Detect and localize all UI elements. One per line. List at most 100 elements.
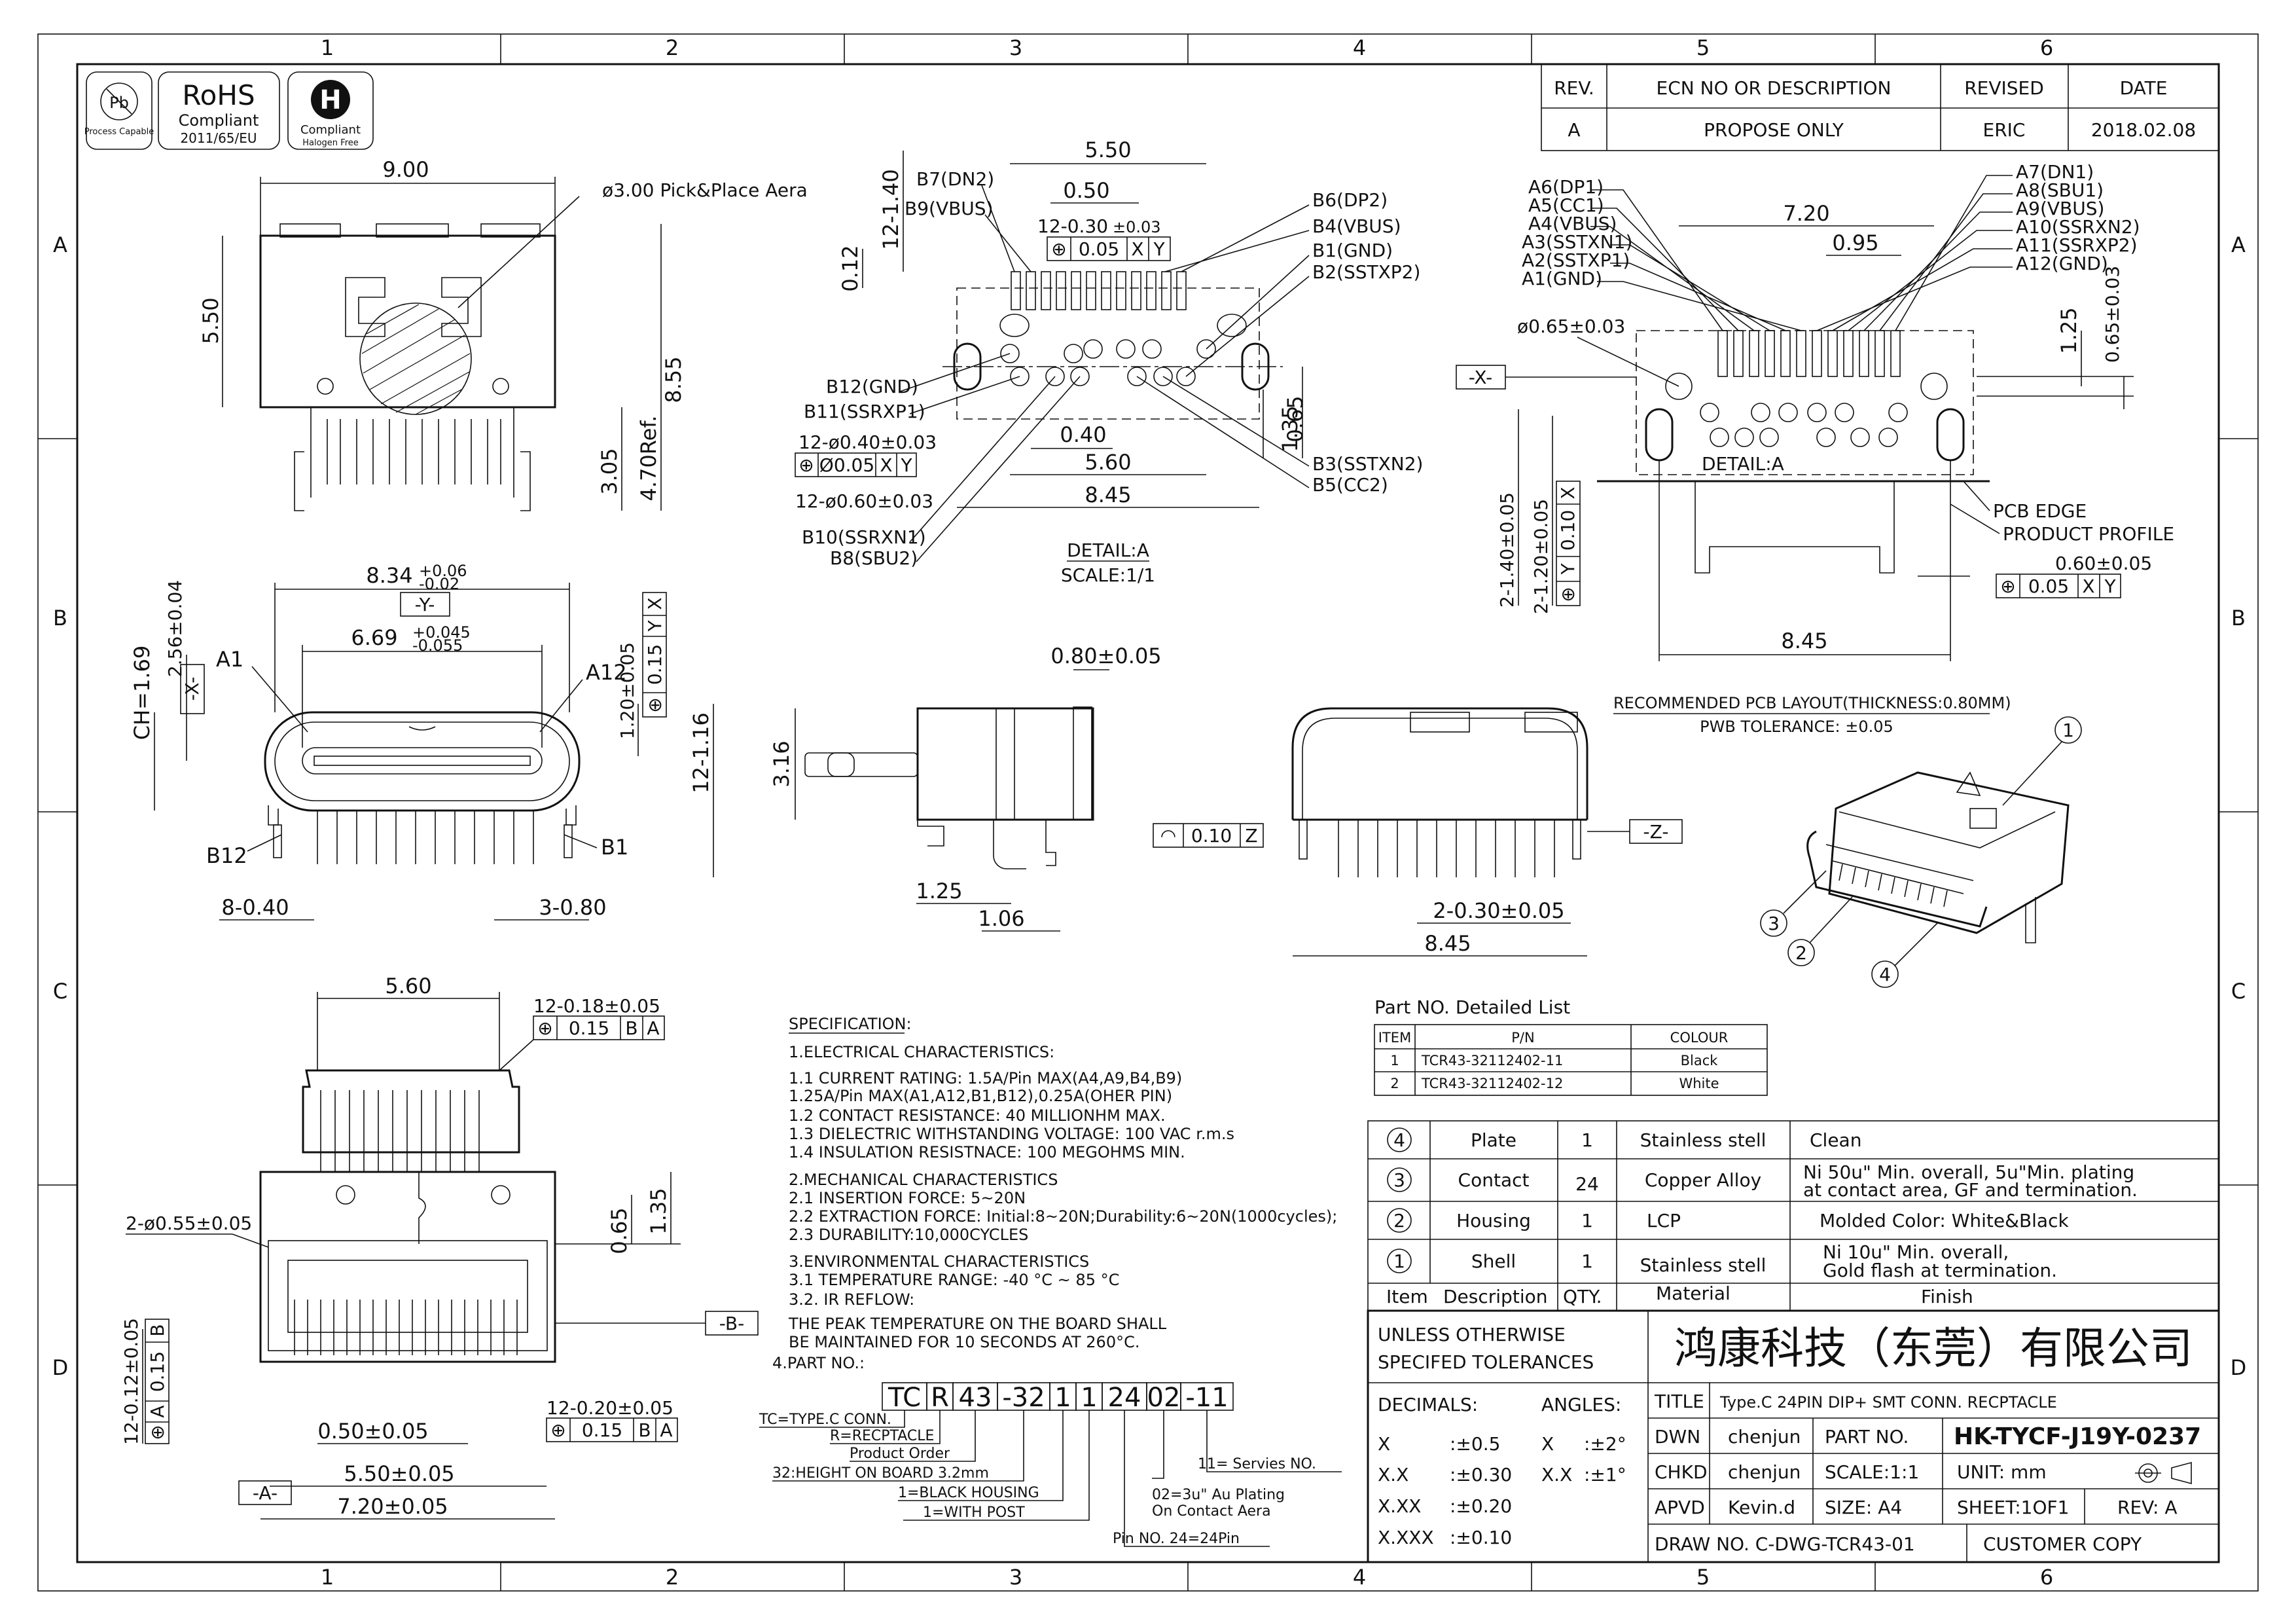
col-label: 3 (1009, 1565, 1022, 1590)
svg-text:9.00: 9.00 (382, 157, 429, 182)
svg-text:0.65: 0.65 (607, 1207, 632, 1254)
svg-text:-A-: -A- (253, 1482, 278, 1504)
halogen-free-logo: H Compliant Halogen Free (287, 71, 374, 150)
svg-text:A: A (660, 1419, 672, 1441)
svg-text:CHKD: CHKD (1655, 1461, 1708, 1483)
svg-text:A1(GND): A1(GND) (1522, 268, 1602, 289)
svg-text::±0.20: :±0.20 (1450, 1495, 1512, 1517)
svg-text:3.16: 3.16 (769, 740, 794, 787)
svg-text:A5(CC1): A5(CC1) (1528, 194, 1604, 216)
svg-text:2-1.20±0.05: 2-1.20±0.05 (1530, 499, 1552, 614)
svg-text:⊕: ⊕ (644, 697, 666, 712)
svg-text:Pb: Pb (109, 94, 129, 112)
svg-text:+0.06: +0.06 (419, 562, 467, 580)
svg-text:QTY.: QTY. (1563, 1286, 1602, 1307)
svg-text:1: 1 (1581, 1129, 1593, 1151)
revision-table: REV. ECN NO OR DESCRIPTION REVISED DATE … (1541, 64, 2219, 151)
svg-text:X.X: X.X (1378, 1464, 1408, 1486)
detail-a-view: 5.50 0.50 12-1.40 0.12 12-0.30 ±0.03 ⊕ 0… (795, 137, 1423, 586)
svg-text:3.05: 3.05 (597, 448, 622, 494)
column-labels-top: 1 2 3 4 5 6 (321, 35, 2053, 60)
svg-text:A6(DP1): A6(DP1) (1528, 176, 1604, 198)
svg-text:A10(SSRXN2): A10(SSRXN2) (2016, 216, 2140, 238)
svg-text:B9(VBUS): B9(VBUS) (905, 198, 994, 219)
pcb-labels-left: A6(DP1) A5(CC1) A4(VBUS) A3(SSTXN1) A2(S… (1522, 176, 1632, 289)
svg-text:-X-: -X- (181, 677, 203, 701)
svg-text:1.ELECTRICAL CHARACTERISTICS:: 1.ELECTRICAL CHARACTERISTICS: (789, 1043, 1054, 1061)
svg-text:1.20±0.05: 1.20±0.05 (617, 642, 638, 739)
svg-text:24: 24 (1575, 1173, 1599, 1195)
svg-text:3.2. IR REFLOW:: 3.2. IR REFLOW: (789, 1290, 914, 1309)
datum-a-bottom: -A- (238, 1480, 292, 1505)
pn-note: On Contact Aera (1152, 1503, 1271, 1520)
isometric-view: 1 2 3 4 (1760, 716, 2082, 988)
svg-text:0.80±0.05: 0.80±0.05 (1050, 644, 1161, 668)
pn-segment: 1 (1054, 1383, 1071, 1413)
svg-text:B4(VBUS): B4(VBUS) (1312, 215, 1401, 237)
svg-text:12-1.40: 12-1.40 (878, 169, 903, 250)
svg-text:1.35: 1.35 (1278, 405, 1302, 452)
svg-text:Copper Alloy: Copper Alloy (1645, 1169, 1761, 1191)
side-view: 3.16 0.80±0.05 1.25 1.06 (769, 644, 1162, 932)
pn-segment: -11 (1185, 1383, 1228, 1413)
svg-text:1.4 INSULATION RESISTNACE:: 1.4 INSULATION RESISTNACE: 100 MEGOHMS M… (789, 1143, 1185, 1161)
pcb-labels-right: A7(DN1) A8(SBU1) A9(VBUS) A10(SSRXN2) A1… (2016, 161, 2140, 274)
svg-text:3.ENVIRONMENTAL CHARACTERIS: 3.ENVIRONMENTAL CHARACTERISTICS (789, 1252, 1089, 1271)
inner-border (76, 63, 2220, 1563)
svg-text:ANGLES:: ANGLES: (1541, 1394, 1621, 1415)
part-number-list: Part NO. Detailed List ITEM P/N COLOUR 1… (1374, 996, 1768, 1096)
svg-text:Plate: Plate (1471, 1129, 1516, 1151)
svg-text:DECIMALS:: DECIMALS: (1378, 1394, 1478, 1415)
svg-text:12-ø0.40±0.03: 12-ø0.40±0.03 (798, 431, 937, 453)
svg-text:ITEM: ITEM (1378, 1030, 1411, 1046)
svg-text:Description: Description (1443, 1286, 1547, 1307)
datum-z-rear: -Z- (1587, 819, 1683, 844)
svg-text:RoHS: RoHS (182, 79, 255, 111)
gdt-frame-bottom-side: ⊕ 0.15 A B (145, 1319, 170, 1444)
svg-text:-Z-: -Z- (1643, 821, 1669, 843)
pcb-tolerance: PWB TOLERANCE: ±0.05 (1700, 718, 1893, 736)
svg-text:-0.055: -0.055 (412, 636, 463, 655)
bill-of-materials: 4 Plate 1 Stainless stell 3 Contact 24 C… (1367, 1120, 2219, 1311)
svg-text:Stainless stell: Stainless stell (1640, 1129, 1767, 1151)
svg-text:⊕: ⊕ (2000, 575, 2015, 597)
svg-text:B: B (638, 1419, 651, 1441)
svg-text::±0.30: :±0.30 (1450, 1464, 1512, 1486)
part-number: HK-TYCF-J19Y-0237 (1954, 1423, 2201, 1450)
svg-text:3-0.80: 3-0.80 (539, 895, 606, 920)
datum-x-front: -X- (180, 664, 205, 714)
row-label: D (52, 1355, 69, 1380)
pn-segment: -32 (1002, 1383, 1045, 1413)
svg-text:B8(SBU2): B8(SBU2) (830, 547, 918, 569)
gdt-frame-pcb-side: ⊕ 0.10 Y X (1556, 481, 1581, 606)
svg-text:TCR43-32112402-11: TCR43-32112402-11 (1421, 1053, 1563, 1068)
svg-text:chenjun: chenjun (1728, 1461, 1801, 1483)
part-list-title: Part NO. Detailed List (1374, 996, 1570, 1018)
svg-text:A11(SSRXP2): A11(SSRXP2) (2016, 234, 2138, 256)
bom-item: 2 (1393, 1210, 1405, 1231)
svg-text:Y: Y (644, 620, 666, 632)
pn-note: R=RECPTACLE (830, 1428, 934, 1444)
svg-text:12-0.18±0.05: 12-0.18±0.05 (533, 995, 660, 1017)
svg-text:Shell: Shell (1471, 1250, 1516, 1272)
title-block: UNLESS OTHERWISE SPECIFED TOLERANCES 鸿康科… (1367, 1309, 2220, 1563)
detail-scale: SCALE:1/1 (1061, 564, 1155, 586)
bom-item: 1 (1393, 1250, 1405, 1272)
svg-text:Compliant: Compliant (300, 123, 361, 137)
date-value: 2018.02.08 (2091, 119, 2196, 141)
svg-text:0.65: 0.65 (1283, 395, 1308, 442)
svg-text:White: White (1679, 1076, 1719, 1091)
svg-text:0.15: 0.15 (147, 1351, 168, 1392)
pcb-layout-view: DETAIL:A A6(DP1) A5(CC1) A4(VBUS) A3(SST… (1456, 161, 2174, 736)
svg-text:0.15: 0.15 (569, 1017, 609, 1039)
svg-text:0.05: 0.05 (1079, 238, 1119, 260)
svg-text:5.60: 5.60 (385, 974, 431, 998)
svg-text:1: 1 (1390, 1053, 1399, 1068)
svg-text:X: X (1378, 1433, 1390, 1455)
svg-text:2: 2 (1390, 1076, 1399, 1091)
svg-text:A: A (147, 1405, 168, 1417)
svg-text:X: X (1557, 486, 1579, 499)
svg-text:CUSTOMER COPY: CUSTOMER COPY (1983, 1533, 2142, 1555)
svg-text:1: 1 (1581, 1210, 1593, 1231)
svg-text:2.MECHANICAL CHARACTERISTICS: 2.MECHANICAL CHARACTERISTICS (789, 1171, 1058, 1189)
